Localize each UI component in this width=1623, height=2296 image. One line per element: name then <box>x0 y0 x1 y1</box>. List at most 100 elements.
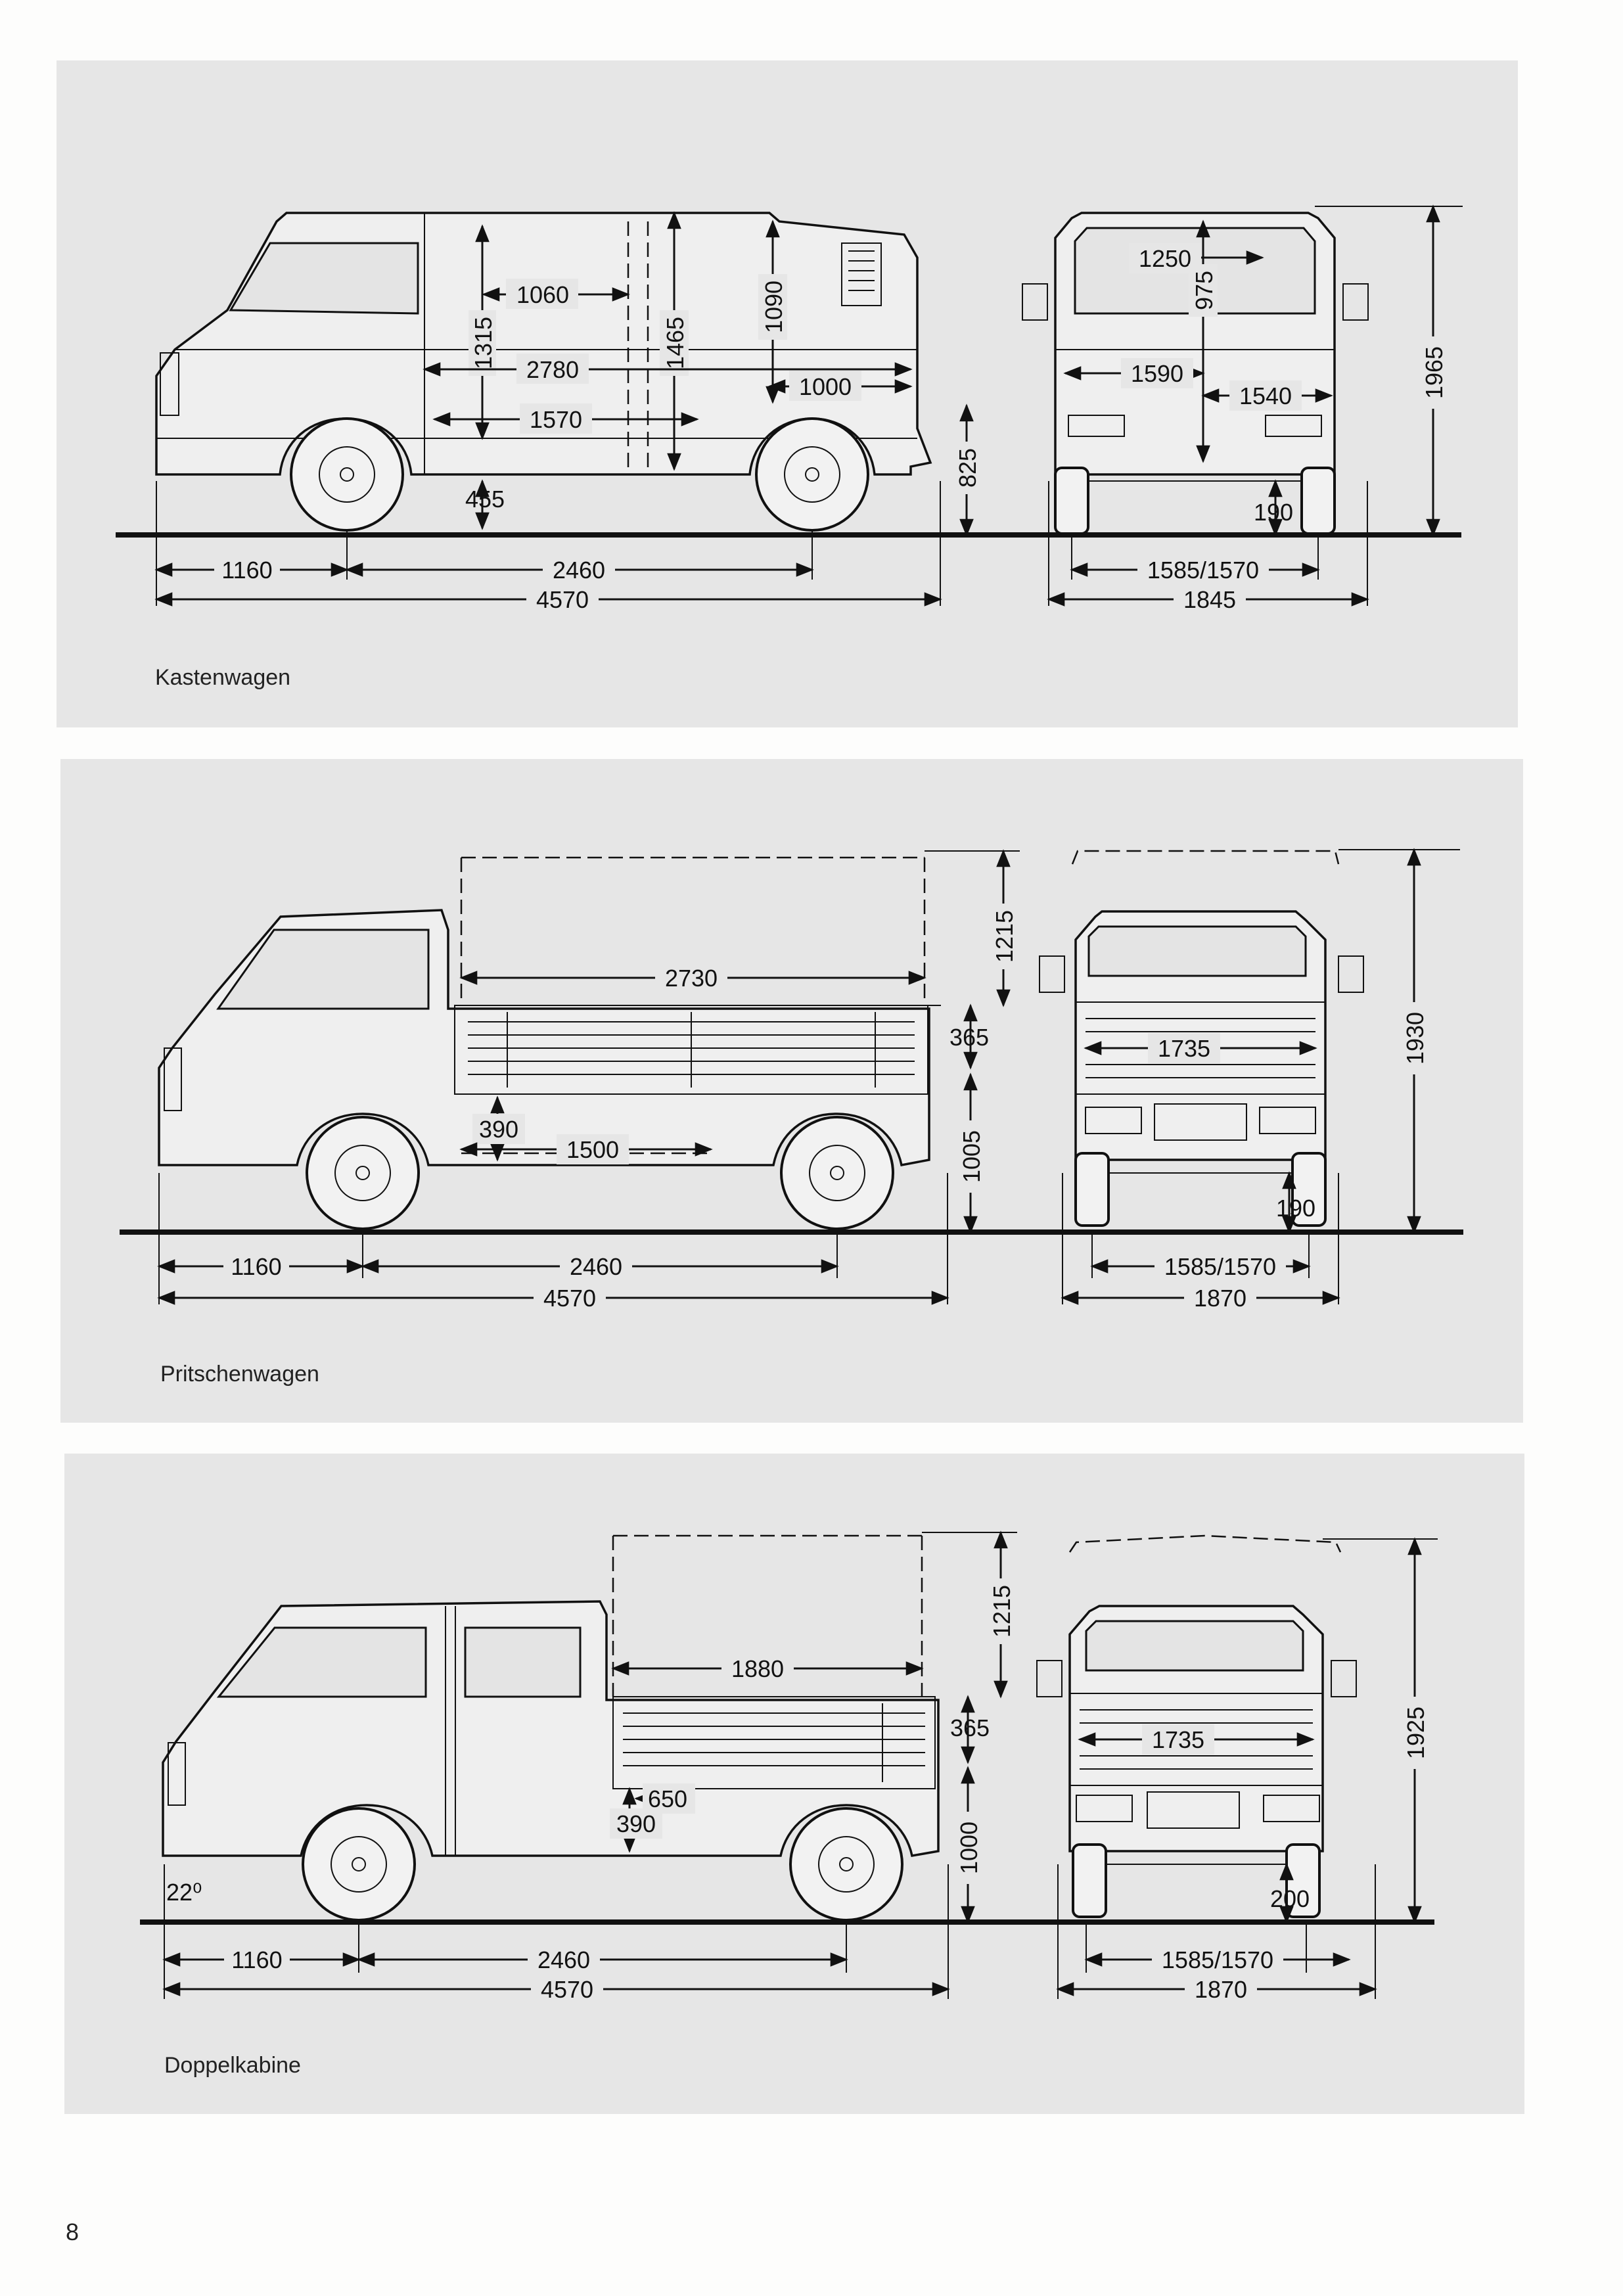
kastenwagen-drawing: 1060 1315 1465 1090 2780 1000 1570 455 8… <box>116 204 1463 614</box>
dim-1465: 1465 <box>662 317 689 369</box>
rear-tyre-left <box>1054 467 1089 535</box>
front-cab-window <box>216 1626 427 1698</box>
dim-365: 365 <box>950 1714 990 1741</box>
dim-1585-1570: 1585/1570 <box>1162 1946 1273 1973</box>
dim-365: 365 <box>949 1024 989 1051</box>
dim-1925: 1925 <box>1402 1707 1429 1759</box>
tailgate <box>1069 1693 1323 1786</box>
dim-1540: 1540 <box>1239 382 1292 409</box>
dim-1870: 1870 <box>1194 1285 1246 1312</box>
dim-1585-1570: 1585/1570 <box>1164 1253 1276 1280</box>
cab-window <box>216 929 430 1010</box>
headlight <box>164 1047 182 1111</box>
rear-lamp-left <box>1068 415 1125 437</box>
right-mirror <box>1331 1660 1357 1697</box>
plate-area <box>1154 1103 1247 1141</box>
rear-lamp-right <box>1259 1107 1316 1134</box>
dim-2460: 2460 <box>553 557 605 584</box>
plate-area <box>1147 1791 1240 1829</box>
rear-lamp-right <box>1263 1795 1320 1822</box>
dim-1500: 1500 <box>566 1136 619 1163</box>
dim-1215: 1215 <box>988 1585 1015 1638</box>
dim-1570: 1570 <box>530 406 582 433</box>
doppelkabine-drawing: 1880 1215 365 650 390 1000 22⁰ 1160 2460… <box>140 1530 1438 2004</box>
dim-2460: 2460 <box>570 1253 622 1280</box>
dim-390: 390 <box>479 1116 518 1143</box>
dim-2730: 2730 <box>665 965 718 992</box>
right-mirror <box>1338 955 1364 993</box>
dim-1160: 1160 <box>231 1253 281 1280</box>
rear-tyre-right <box>1300 467 1336 535</box>
tailgate <box>1075 1001 1326 1095</box>
pritschenwagen-drawing: 2730 1215 365 390 1500 1005 1160 2460 45… <box>120 848 1463 1313</box>
rear-wheel <box>780 1116 894 1230</box>
dim-200: 200 <box>1270 1885 1310 1912</box>
dim-1845: 1845 <box>1183 586 1236 613</box>
caption-doppelkabine: Doppelkabine <box>164 2053 301 2078</box>
rear-tyre-left <box>1072 1843 1107 1918</box>
dim-975: 975 <box>1191 271 1218 310</box>
rear-lamp-right <box>1265 415 1322 437</box>
front-wheel <box>302 1807 416 1921</box>
dim-1735: 1735 <box>1158 1035 1210 1062</box>
left-mirror <box>1039 955 1065 993</box>
dim-1005: 1005 <box>958 1130 985 1183</box>
left-mirror <box>1036 1660 1063 1697</box>
dim-1000: 1000 <box>799 373 852 400</box>
dim-1870: 1870 <box>1195 1976 1247 2003</box>
dim-1590: 1590 <box>1131 360 1183 387</box>
dim-1250: 1250 <box>1139 245 1191 272</box>
dim-2460: 2460 <box>537 1946 590 1973</box>
dim-1060: 1060 <box>516 281 569 308</box>
dim-1880: 1880 <box>731 1655 784 1682</box>
panel-doppelkabine: 1880 1215 365 650 390 1000 22⁰ 1160 2460… <box>64 1454 1524 2114</box>
dim-1090: 1090 <box>760 281 787 333</box>
dim-650: 650 <box>648 1785 687 1812</box>
dim-1160: 1160 <box>231 1946 282 1973</box>
dim-1735: 1735 <box>1152 1726 1204 1753</box>
cab-window <box>229 242 419 315</box>
rear-wheel <box>789 1807 903 1921</box>
dim-455: 455 <box>465 486 505 513</box>
dim-1585-1570: 1585/1570 <box>1147 557 1259 584</box>
page-number: 8 <box>66 2218 80 2245</box>
rear-wheel <box>755 417 869 532</box>
doublecab-side-view <box>162 1534 940 1921</box>
rear-lamp-left <box>1085 1107 1142 1134</box>
rear-window <box>1085 1620 1304 1672</box>
headlight <box>168 1742 186 1806</box>
dim-390: 390 <box>616 1810 656 1837</box>
caption-pritschenwagen: Pritschenwagen <box>160 1362 319 1387</box>
side-dimensions: 2730 1215 365 390 1500 1005 1160 2460 45… <box>157 849 1020 1313</box>
cargo-bed-sides <box>612 1696 936 1789</box>
rear-tyre-left <box>1074 1152 1110 1227</box>
cargo-bed-sides <box>454 1005 928 1095</box>
dim-1000: 1000 <box>955 1822 982 1874</box>
vent-grille <box>841 242 882 306</box>
right-mirror <box>1342 283 1369 321</box>
front-wheel <box>306 1116 420 1230</box>
dim-2780: 2780 <box>526 356 579 383</box>
dim-4570: 4570 <box>541 1976 593 2003</box>
rear-lamp-left <box>1076 1795 1133 1822</box>
dim-1215: 1215 <box>991 910 1018 963</box>
dim-1930: 1930 <box>1402 1012 1429 1065</box>
dim-angle-22: 22⁰ <box>166 1879 202 1906</box>
panel-kastenwagen: 1060 1315 1465 1090 2780 1000 1570 455 8… <box>57 60 1518 727</box>
dim-190: 190 <box>1254 499 1293 526</box>
dim-4570: 4570 <box>536 586 589 613</box>
front-wheel <box>290 417 404 532</box>
rear-cab-window <box>464 1626 582 1698</box>
pickup-side-view <box>158 856 941 1230</box>
side-dimensions: 1060 1315 1465 1090 2780 1000 1570 455 8… <box>154 211 981 614</box>
dim-1315: 1315 <box>470 317 497 369</box>
left-mirror <box>1022 283 1048 321</box>
rear-dimensions: 1735 1930 190 1585/1570 1870 <box>1061 848 1460 1313</box>
dim-4570: 4570 <box>543 1285 596 1312</box>
dim-825: 825 <box>954 448 981 488</box>
pickup-rear-view <box>1039 850 1364 1227</box>
panel-pritschenwagen: 2730 1215 365 390 1500 1005 1160 2460 45… <box>60 759 1523 1423</box>
rear-dimensions: 1735 1925 200 1585/1570 1870 <box>1056 1537 1438 2004</box>
rear-dimensions: 1250 975 1590 1540 1965 190 1585/1570 18… <box>1047 204 1463 614</box>
headlight <box>160 352 179 416</box>
